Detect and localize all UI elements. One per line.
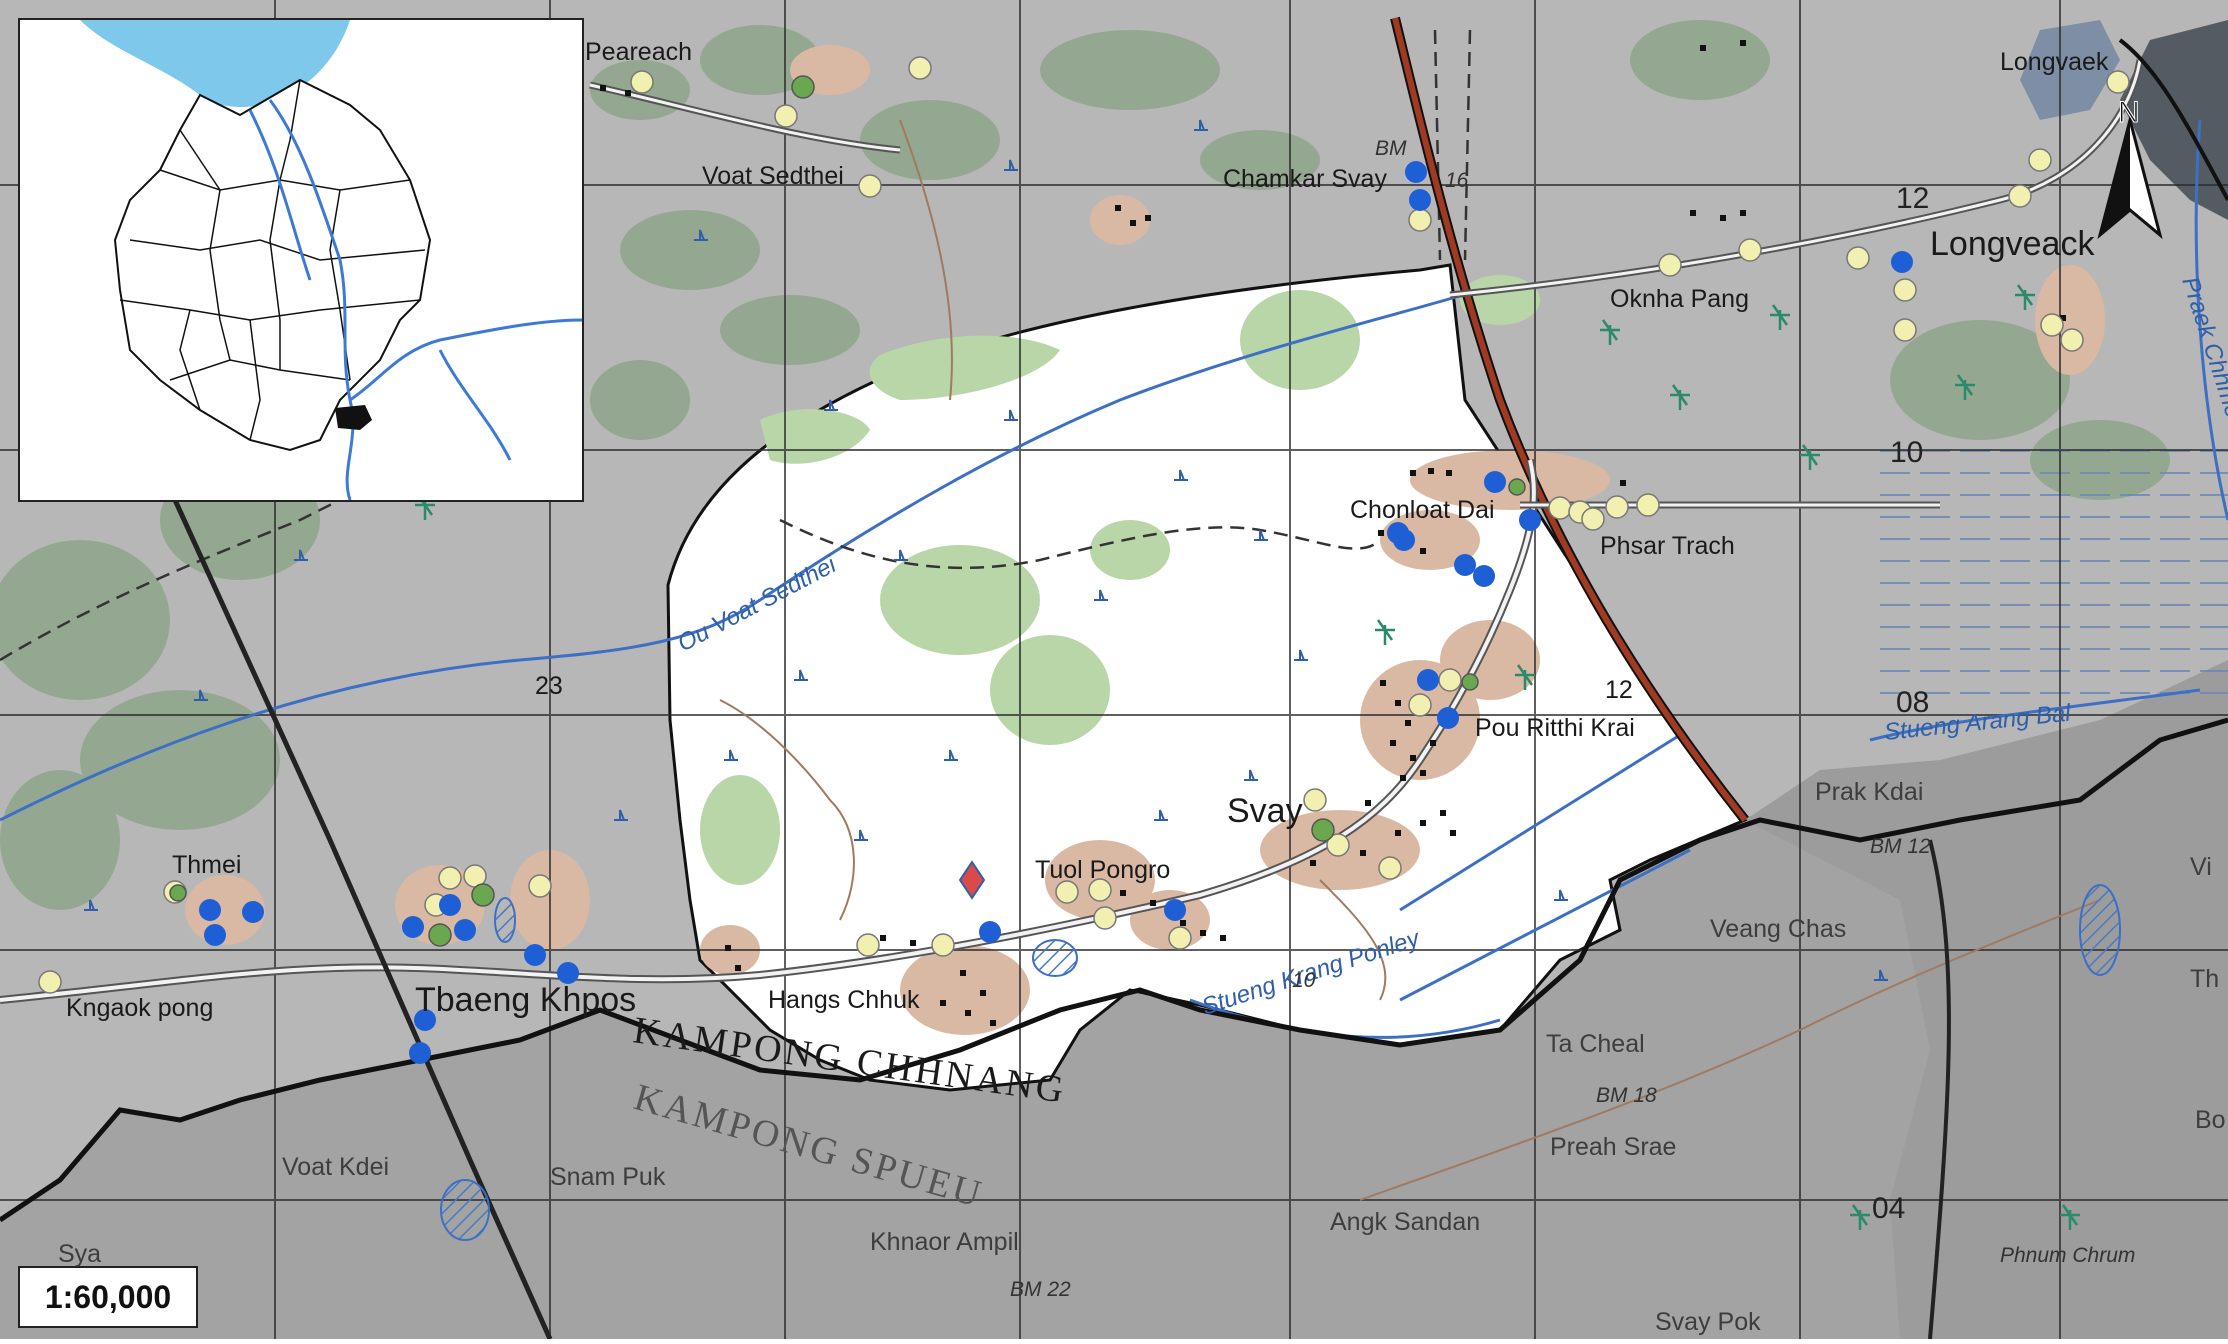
- lake-top-right: [2020, 20, 2120, 120]
- neighbor-province-shade: [0, 800, 2228, 1339]
- label-prak-kdai: Prak Kdai: [1815, 778, 1923, 806]
- railway-east: [1928, 839, 1951, 1340]
- label-voat-kdei: Voat Kdei: [282, 1153, 389, 1181]
- grid-label-10-road: 10: [1292, 969, 1316, 992]
- label-svay: Svay: [1227, 792, 1303, 830]
- province-boundary-east: [2118, 38, 2228, 201]
- grid-label-12-mid: 12: [1605, 676, 1633, 704]
- label-angk-sandan: Angk Sandan: [1330, 1208, 1480, 1236]
- north-arrow: N: [2097, 96, 2163, 240]
- label-voat-sedthei: Voat Sedthei: [702, 162, 844, 190]
- inset-lake: [80, 20, 350, 107]
- label-vi: Vi: [2190, 853, 2212, 881]
- buildings: [600, 40, 2076, 1026]
- label-svay-pok: Svay Pok: [1655, 1308, 1761, 1336]
- landmark-marker: [958, 860, 986, 900]
- grid-label-16: 16: [1445, 169, 1469, 192]
- main-road: [1390, 16, 1749, 824]
- label-chamkar-svay: Chamkar Svay: [1223, 165, 1387, 193]
- label-longveack: Longveack: [1930, 225, 2095, 263]
- grid-label-10: 10: [1890, 436, 1923, 469]
- inset-district-lines: [119, 79, 426, 441]
- label-kngaok-pong: Kngaok pong: [66, 994, 213, 1022]
- label-thmei: Thmei: [172, 851, 241, 879]
- water-hatch-1: [1032, 939, 1078, 977]
- label-hangs-chhuk: Hangs Chhuk: [768, 986, 920, 1014]
- label-phsar-trach: Phsar Trach: [1600, 532, 1735, 560]
- label-bm18: BM 18: [1596, 1084, 1657, 1107]
- inset-study-area-highlight: [335, 405, 372, 430]
- water-hatch-2: [494, 897, 516, 943]
- label-bm22: BM 22: [1010, 1278, 1071, 1301]
- label-peareach: Peareach: [585, 38, 692, 66]
- marsh-area: [1880, 450, 2228, 710]
- label-bm: BM: [1375, 137, 1407, 160]
- inset-locator-map: [18, 18, 584, 502]
- markers-blue[interactable]: [199, 161, 1913, 1064]
- grid-label-23: 23: [535, 672, 563, 700]
- marsh-symbols: [84, 119, 1888, 981]
- grid-label-08: 08: [1896, 686, 1929, 719]
- railway: [172, 498, 553, 1341]
- label-bm12: BM 12: [1870, 835, 1931, 858]
- east-dark-shade: [1745, 660, 2228, 1339]
- label-ta-cheal: Ta Cheal: [1546, 1030, 1645, 1058]
- scale-label: 1:60,000: [18, 1266, 198, 1328]
- label-longvaek: Longvaek: [2000, 48, 2109, 76]
- lake-east: [2120, 20, 2228, 220]
- label-oknha-pang: Oknha Pang: [1610, 285, 1749, 313]
- province-boundary: [0, 717, 2228, 1223]
- label-preah-srae: Preah Srae: [1550, 1133, 1676, 1161]
- label-snam-puk: Snam Puk: [550, 1163, 666, 1191]
- label-tuol-pongro: Tuol Pongro: [1035, 856, 1170, 884]
- label-tbaeng-khpos: Tbaeng Khpos: [415, 981, 636, 1019]
- label-khnaor-ampil: Khnaor Ampil: [870, 1228, 1019, 1256]
- label-bo: Bo: [2195, 1106, 2226, 1134]
- label-veang-chas: Veang Chas: [1710, 915, 1846, 943]
- label-chonloat-dai: Chonloat Dai: [1350, 496, 1495, 524]
- inset-rivers: [248, 99, 582, 500]
- water-hatch-3: [440, 1179, 490, 1241]
- north-arrow-label: N: [2118, 96, 2140, 129]
- markers-green[interactable]: [169, 75, 1526, 947]
- water-hatch-4: [2079, 884, 2121, 976]
- palm-symbols: [415, 284, 2080, 1230]
- label-th: Th: [2190, 965, 2219, 993]
- grid-label-04: 04: [1872, 1192, 1905, 1225]
- grid-label-12-top: 12: [1896, 182, 1929, 215]
- tracks: [719, 119, 2101, 1201]
- label-pou-ritthi-krai: Pou Ritthi Krai: [1475, 714, 1635, 742]
- label-sya: Sya: [58, 1240, 101, 1268]
- inset-canvas: [80, 20, 582, 500]
- label-phnum-chrum: Phnum Chrum: [2000, 1244, 2135, 1267]
